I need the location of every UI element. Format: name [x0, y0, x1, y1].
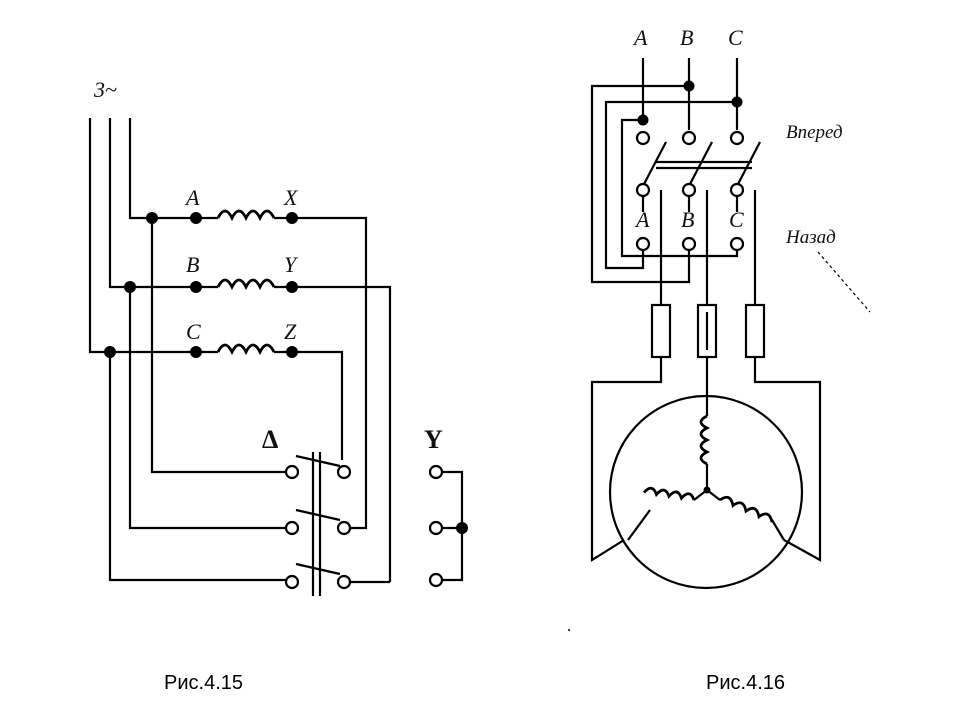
terminal-z [286, 346, 298, 358]
switch-terminal [336, 574, 352, 590]
junction-node [683, 80, 695, 92]
star-point [456, 522, 468, 534]
forward-label: Вперед [786, 122, 843, 143]
moving-contact [635, 182, 651, 198]
terminal-a [190, 212, 202, 224]
switch-terminal [284, 464, 300, 480]
star-label: Y [424, 425, 443, 454]
reverse-pointer [817, 251, 871, 313]
switch-terminal [284, 520, 300, 536]
phase-start-label: C [186, 319, 201, 344]
reverse-contact [729, 236, 745, 252]
switch-terminal [336, 520, 352, 536]
star-windings [627, 400, 785, 541]
reverse-loop-b [590, 84, 691, 284]
star-terminal [428, 572, 444, 588]
figure-4-15: 3~ A [88, 77, 468, 596]
input-label: C [728, 25, 743, 50]
terminal-y [286, 281, 298, 293]
fuse-a [650, 303, 672, 359]
junction-node [637, 114, 649, 126]
forward-contact [681, 130, 697, 146]
input-label: B [680, 25, 693, 50]
supply-label: 3~ [93, 77, 117, 102]
phase-end-label: Y [284, 252, 299, 277]
return-x [346, 458, 368, 530]
figure-4-16: A B C Вперед A B C [568, 25, 871, 631]
delta-label: Δ [262, 425, 278, 454]
forward-contact [729, 130, 745, 146]
motor [590, 357, 822, 590]
winding-c [104, 343, 344, 460]
contact-label: A [634, 207, 650, 232]
phase-start-label: B [186, 252, 199, 277]
terminal-c [190, 346, 202, 358]
supply-line-b [108, 118, 130, 289]
terminal-x [286, 212, 298, 224]
moving-contact [681, 182, 697, 198]
figure-caption: Рис.4.15 [164, 672, 243, 694]
motor-frame-left [590, 357, 663, 562]
input-label: A [632, 25, 648, 50]
contact-label: B [681, 207, 694, 232]
supply-line-a [128, 118, 152, 220]
switch-lead-a [150, 218, 290, 474]
reverse-loop-c [604, 100, 737, 270]
figure-caption: Рис.4.16 [706, 672, 785, 694]
contact-label: C [729, 207, 744, 232]
delta-star-switch: Δ [262, 425, 352, 596]
star-terminal [428, 464, 444, 480]
supply-line-c [88, 118, 110, 354]
switch-lead-b [128, 287, 290, 530]
reverse-contact [681, 236, 697, 252]
star-point [703, 486, 711, 494]
switch-terminal [336, 464, 352, 480]
junction-node [731, 96, 743, 108]
stator-circle [608, 394, 804, 590]
reversing-switch [642, 141, 761, 187]
phase-end-label: X [283, 185, 299, 210]
reverse-loop-a [620, 118, 739, 258]
fuse-c [744, 303, 766, 359]
phase-end-label: Z [284, 319, 297, 344]
winding-b [124, 278, 392, 582]
star-terminal [428, 520, 444, 536]
winding-a [146, 209, 368, 458]
terminal-b [190, 281, 202, 293]
reverse-contact [635, 236, 651, 252]
motor-frame-right [753, 357, 822, 562]
forward-contact [635, 130, 651, 146]
switch-terminal [284, 574, 300, 590]
reverse-label: Назад [785, 227, 836, 248]
phase-start-label: A [184, 185, 200, 210]
switch-lead-c [108, 352, 290, 582]
moving-contact [729, 182, 745, 198]
star-connection: Y [424, 425, 468, 588]
